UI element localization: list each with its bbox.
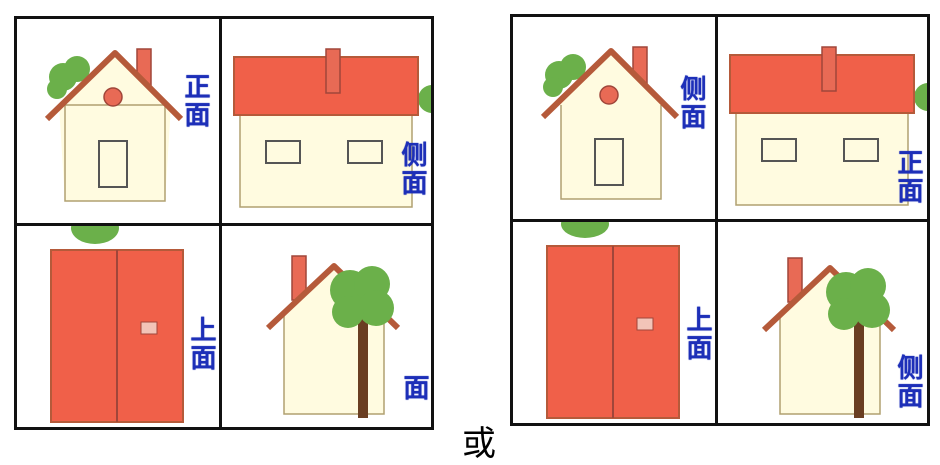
front-view-cell: 侧面 bbox=[513, 17, 715, 219]
top-view-label: 上面 bbox=[682, 306, 712, 362]
side-view-label: 侧面 bbox=[397, 141, 427, 197]
back-view-label: 后面 bbox=[399, 374, 431, 402]
back-view-label: 侧面 bbox=[893, 354, 923, 410]
right-view-grid: 侧面 正面 上面 bbox=[510, 14, 930, 426]
grid-divider-horizontal bbox=[17, 223, 431, 226]
top-view-cell: 上面 bbox=[17, 226, 219, 427]
house-front-icon bbox=[540, 46, 680, 200]
back-view-cell: 侧面 bbox=[718, 222, 927, 423]
house-top-icon bbox=[50, 226, 184, 423]
left-view-grid: 正面 侧面 上面 bbox=[14, 16, 434, 430]
house-back-icon bbox=[761, 257, 897, 418]
house-side-icon bbox=[729, 46, 927, 206]
front-view-cell: 正面 bbox=[17, 19, 219, 223]
front-view-label: 正面 bbox=[180, 73, 210, 129]
house-side-icon bbox=[233, 48, 431, 208]
side-view-cell: 正面 bbox=[718, 17, 927, 219]
back-view-cell: 后面 bbox=[222, 226, 431, 427]
top-view-label: 上面 bbox=[186, 316, 216, 372]
grid-divider-horizontal bbox=[513, 219, 927, 222]
house-front-icon bbox=[44, 48, 184, 202]
front-view-label: 侧面 bbox=[676, 75, 706, 131]
side-view-label: 正面 bbox=[893, 149, 923, 205]
side-view-cell: 侧面 bbox=[222, 19, 431, 223]
house-back-icon bbox=[265, 255, 401, 418]
top-view-cell: 上面 bbox=[513, 222, 715, 423]
house-top-icon bbox=[546, 222, 680, 419]
or-separator: 或 bbox=[462, 424, 496, 464]
